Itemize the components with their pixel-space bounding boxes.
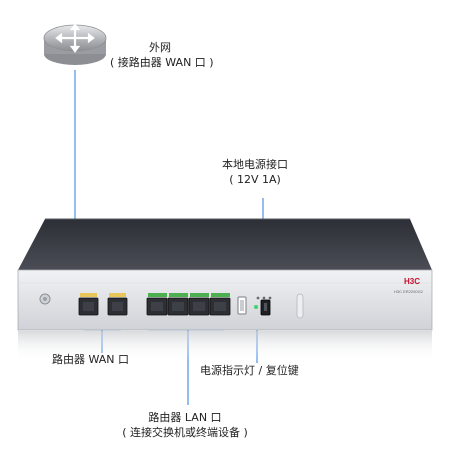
label-power-led: 电源指示灯 / 复位键 <box>200 363 340 378</box>
usb-port[interactable] <box>237 296 247 315</box>
model-label: H3C ER2200G2 <box>394 289 424 294</box>
label-router-wan: 路由器 WAN 口 <box>52 352 152 367</box>
label-power-port: 本地电源接口 ( 12V 1A) <box>205 157 305 187</box>
label-router-lan-title: 路由器 LAN 口 <box>148 411 222 424</box>
chassis-reflection <box>18 331 432 361</box>
label-router-wan-title: 路由器 WAN 口 <box>52 353 130 366</box>
ground-screw <box>39 293 51 305</box>
label-power-port-sub: ( 12V 1A) <box>229 173 281 186</box>
lan-port-group <box>146 293 231 316</box>
label-power-led-title: 电源指示灯 / 复位键 <box>200 364 299 377</box>
label-wan-network: 外网 ( 接路由器 WAN 口 ) <box>110 40 214 70</box>
label-power-port-title: 本地电源接口 <box>222 158 288 171</box>
wan-port-group <box>78 293 128 316</box>
label-wan-network-title: 外网 <box>149 41 171 54</box>
reset-slot[interactable] <box>296 293 304 319</box>
brand-logo: H3C <box>404 277 420 286</box>
label-router-lan-sub: ( 连接交换机或终端设备 ) <box>122 426 248 439</box>
led-indicators <box>254 296 272 309</box>
label-router-lan: 路由器 LAN 口 ( 连接交换机或终端设备 ) <box>110 410 260 440</box>
label-wan-network-sub: ( 接路由器 WAN 口 ) <box>110 56 214 69</box>
power-socket[interactable] <box>260 299 271 316</box>
router-icon <box>43 23 107 65</box>
chassis-top <box>18 219 432 270</box>
